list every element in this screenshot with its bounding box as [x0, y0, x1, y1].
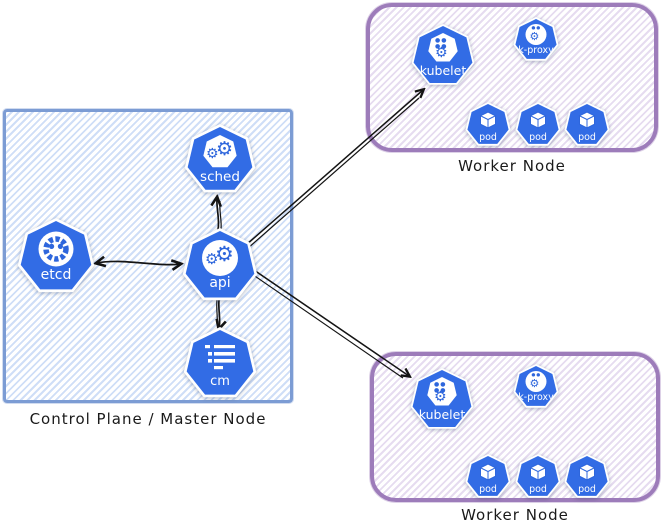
pod-label: pod [479, 131, 497, 143]
worker2-kubelet-node: ●● ●● ⚙ kubelet [410, 368, 474, 432]
kubelet-gears-icon: ●● ●● ⚙ [427, 377, 457, 406]
arrow-api-cm [219, 299, 220, 328]
sched-icon: ⚙ ⚙ sched [184, 124, 256, 193]
kproxy-gears-icon: ●● ⚙ [525, 24, 547, 45]
api-icon: ⚙ ⚙ api [182, 228, 258, 301]
worker1-pod-1-node: pod [465, 102, 511, 148]
pod-icon: pod [515, 454, 561, 498]
kproxy-icon: ●● ⚙ k-proxy [513, 364, 559, 408]
worker1-kproxy-node: ●● ⚙ k-proxy [513, 17, 559, 63]
sched-gears-icon: ⚙ ⚙ [203, 135, 237, 168]
pod-label: pod [529, 131, 547, 143]
arrow-api-sched-stroke2 [219, 200, 222, 230]
worker1-pod-2-node: pod [515, 102, 561, 148]
pod-cube-icon [578, 111, 596, 129]
arrow-api-sched [217, 198, 219, 231]
pod-icon: pod [564, 102, 610, 146]
pod-cube-icon [479, 111, 497, 129]
worker2-pod-3-node: pod [564, 454, 610, 500]
cm-icon: cm [183, 327, 257, 398]
pod-label: pod [529, 483, 547, 495]
worker2-pod-1-node: pod [465, 454, 511, 500]
api-node: ⚙ ⚙ api [182, 228, 258, 304]
worker-node-1-box [366, 3, 658, 152]
api-label: api [209, 275, 231, 291]
pod-cube-icon [529, 111, 547, 129]
worker-node-1-label: Worker Node [458, 157, 566, 175]
etcd-logo-icon [38, 231, 74, 267]
cm-list-icon [205, 345, 235, 370]
kubelet-gears-icon: ●● ●● ⚙ [428, 33, 458, 62]
pod-label: pod [578, 131, 596, 143]
worker1-pod-3-node: pod [564, 102, 610, 148]
sched-label: sched [200, 168, 240, 185]
worker2-pod-2-node: pod [515, 454, 561, 500]
pod-icon: pod [515, 102, 561, 146]
kubelet-icon: ●● ●● ⚙ kubelet [411, 24, 475, 85]
kproxy-label: k-proxy [518, 391, 554, 403]
arrow-api-kubelet-2 [250, 267, 409, 376]
pod-cube-icon [529, 463, 547, 481]
worker-node-2-label: Worker Node [461, 506, 569, 524]
kproxy-gears-icon: ●● ⚙ [525, 371, 547, 392]
kubelet-icon: ●● ●● ⚙ kubelet [410, 368, 474, 429]
worker-node-2-box [370, 352, 660, 502]
arrow-api-cm-stroke2 [216, 299, 218, 325]
etcd-node: etcd [17, 218, 95, 296]
pod-icon: pod [465, 454, 511, 498]
etcd-label: etcd [40, 267, 72, 283]
kproxy-label: k-proxy [518, 44, 554, 56]
cm-node: cm [183, 327, 257, 401]
control-plane-label: Control Plane / Master Node [29, 410, 267, 428]
arrow-api-kubelet-2-stroke2 [248, 271, 404, 379]
etcd-icon: etcd [17, 218, 95, 293]
pod-label: pod [479, 483, 497, 495]
pod-cube-icon [578, 463, 596, 481]
pod-label: pod [578, 483, 596, 495]
worker1-kubelet-node: ●● ●● ⚙ kubelet [411, 24, 475, 88]
arrow-etcd-api [97, 261, 180, 264]
kubelet-label: kubelet [419, 62, 467, 78]
kproxy-icon: ●● ⚙ k-proxy [513, 17, 559, 61]
api-gears-icon: ⚙ ⚙ [202, 240, 238, 276]
pod-cube-icon [479, 463, 497, 481]
sched-node: ⚙ ⚙ sched [184, 124, 256, 196]
worker2-kproxy-node: ●● ⚙ k-proxy [513, 364, 559, 410]
kubelet-label: kubelet [418, 406, 466, 422]
arrow-api-kubelet-1-stroke2 [246, 97, 420, 250]
cm-label: cm [210, 374, 230, 389]
pod-icon: pod [465, 102, 511, 146]
pod-icon: pod [564, 454, 610, 498]
arrow-api-kubelet-1 [245, 90, 423, 246]
